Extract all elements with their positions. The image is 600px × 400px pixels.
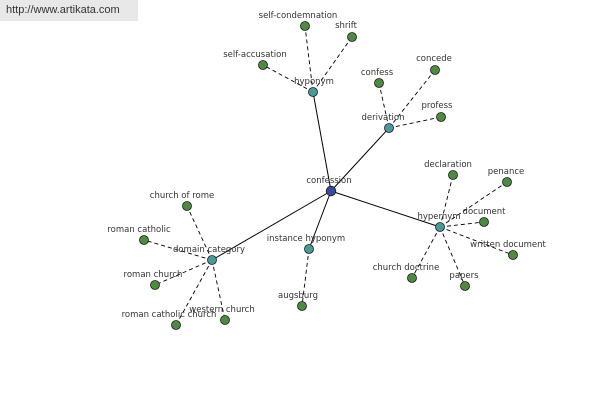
leaf-node[interactable]	[150, 280, 160, 290]
edge-hypernym-leaf	[439, 221, 485, 228]
edge-derivation-leaf	[388, 116, 442, 129]
edge-hypernym-leaf	[439, 174, 454, 228]
category-node-instance-hyponym[interactable]	[304, 244, 314, 254]
leaf-label[interactable]: penance	[488, 167, 525, 177]
leaf-node[interactable]	[479, 217, 489, 227]
leaf-node[interactable]	[139, 235, 149, 245]
edge-domain-category-leaf	[211, 259, 226, 321]
leaf-node[interactable]	[297, 301, 307, 311]
category-node-derivation[interactable]	[384, 123, 394, 133]
leaf-node[interactable]	[182, 201, 192, 211]
category-node-domain-category[interactable]	[207, 255, 217, 265]
edge-derivation	[330, 127, 390, 192]
leaf-node[interactable]	[347, 32, 357, 42]
leaf-node[interactable]	[171, 320, 181, 330]
category-label-hypernym[interactable]: hypernym	[417, 212, 460, 222]
leaf-node[interactable]	[220, 315, 230, 325]
leaf-node[interactable]	[407, 273, 417, 283]
edge-hypernym-leaf	[411, 226, 441, 279]
edge-hyponym	[312, 91, 332, 192]
leaf-label[interactable]: church doctrine	[373, 263, 440, 273]
edge-hyponym-leaf	[262, 64, 314, 93]
edge-hypernym	[330, 190, 441, 228]
leaf-label[interactable]: concede	[416, 54, 452, 64]
edge-hyponym-leaf	[312, 36, 353, 93]
leaf-label[interactable]: shrift	[335, 21, 358, 31]
leaf-label[interactable]: roman catholic church	[122, 310, 217, 320]
category-node-hyponym[interactable]	[308, 87, 318, 97]
leaf-label[interactable]: written document	[470, 240, 546, 250]
edge-hypernym-leaf	[439, 226, 466, 287]
edge-derivation-leaf	[388, 69, 436, 129]
leaf-label[interactable]: roman church	[124, 270, 183, 280]
edge-domain-category	[211, 190, 332, 261]
edge-domain-category-leaf	[154, 259, 213, 286]
leaf-node[interactable]	[258, 60, 268, 70]
leaf-label[interactable]: declaration	[424, 160, 472, 170]
url-banner[interactable]: http://www.artikata.com	[0, 0, 138, 21]
leaf-node[interactable]	[300, 21, 310, 31]
edge-domain-category-leaf	[143, 239, 213, 261]
leaf-node[interactable]	[436, 112, 446, 122]
category-label-domain-category[interactable]: domain category	[173, 245, 245, 255]
leaf-label[interactable]: self-condemnation	[259, 11, 338, 21]
leaf-label[interactable]: roman catholic	[107, 225, 171, 235]
edge-instance-hyponym-leaf	[301, 248, 310, 307]
leaf-node[interactable]	[460, 281, 470, 291]
edge-hypernym-leaf	[439, 226, 514, 256]
center-node[interactable]	[325, 185, 337, 197]
leaf-node[interactable]	[502, 177, 512, 187]
edge-derivation-leaf	[378, 82, 390, 129]
edge-instance-hyponym	[308, 190, 332, 250]
category-label-hyponym[interactable]: hyponym	[294, 77, 334, 87]
leaf-node[interactable]	[430, 65, 440, 75]
leaf-label[interactable]: confess	[361, 68, 394, 78]
leaf-node[interactable]	[374, 78, 384, 88]
edge-domain-category-leaf	[186, 205, 213, 261]
category-label-derivation[interactable]: derivation	[361, 113, 404, 123]
leaf-label[interactable]: document	[463, 207, 507, 217]
leaf-label[interactable]: western church	[189, 305, 254, 315]
edge-domain-category-leaf	[175, 259, 213, 326]
leaf-label[interactable]: profess	[422, 101, 454, 111]
leaf-node[interactable]	[508, 250, 518, 260]
center-label[interactable]: confession	[306, 176, 351, 186]
leaf-label[interactable]: church of rome	[150, 191, 214, 201]
leaf-label[interactable]: augsburg	[278, 291, 318, 301]
leaf-label[interactable]: self-accusation	[223, 50, 286, 60]
category-label-instance-hyponym[interactable]: instance hyponym	[267, 234, 345, 244]
leaf-node[interactable]	[448, 170, 458, 180]
leaf-label[interactable]: papers	[449, 271, 479, 281]
category-node-hypernym[interactable]	[435, 222, 445, 232]
